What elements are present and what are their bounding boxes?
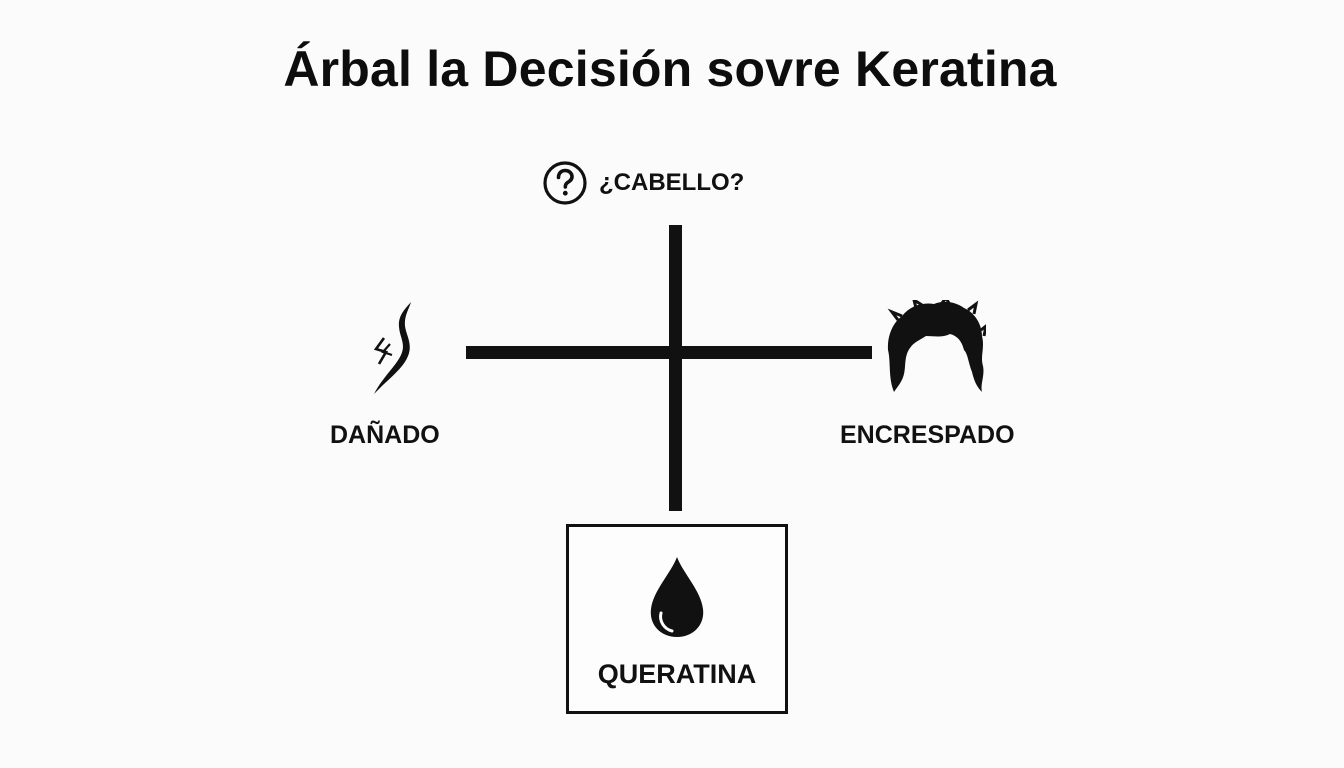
damaged-hair-icon [373,302,411,394]
branch-label-damaged: DAÑADO [330,421,440,449]
question-circle-icon [543,161,587,205]
result-label: QUERATINA [597,659,757,689]
branch-label-frizzy: ENCRESPADO [840,421,1015,449]
question-node: ¿CABELLO? [542,160,744,206]
branch-horizontal-line [466,346,872,359]
drop-icon [650,557,704,637]
question-text: ¿CABELLO? [599,169,745,196]
stem-vertical-line [669,225,682,511]
result-node-box: QUERATINA [566,524,788,714]
diagram-title: Árbal la Decisión sovre Keratina [283,41,1057,97]
frizzy-hair-icon [887,300,986,392]
